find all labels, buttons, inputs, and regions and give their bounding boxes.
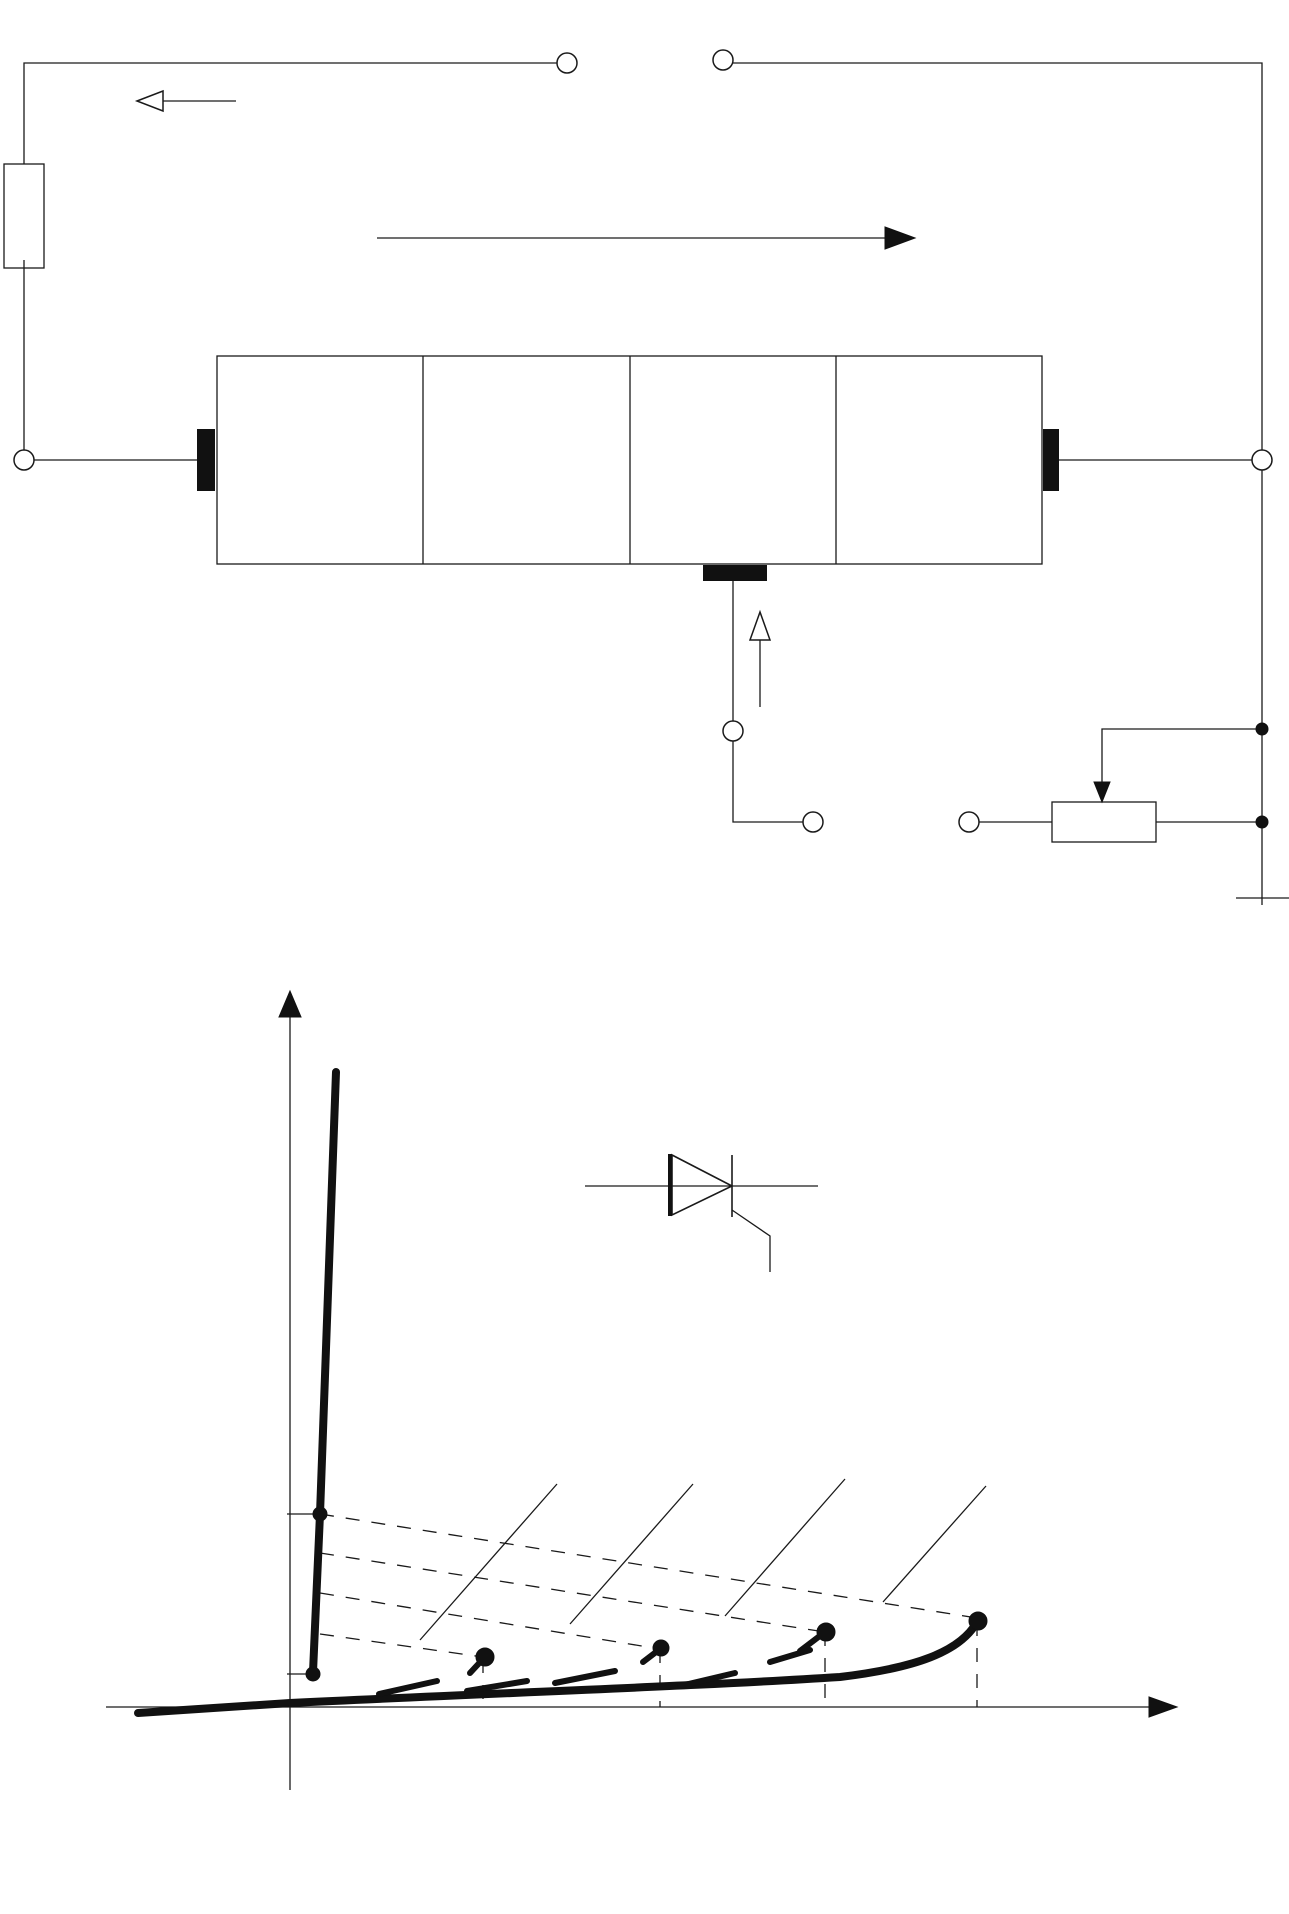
hatch-line-3 xyxy=(724,1478,846,1617)
potentiometer-wiper xyxy=(1093,728,1262,804)
iv-characteristic-graph xyxy=(106,989,1179,1790)
hatch-line-2 xyxy=(569,1483,694,1625)
switching-segment-2 xyxy=(464,1678,530,1694)
hatch-line-1 xyxy=(419,1483,558,1641)
wire-gate-control xyxy=(732,741,803,823)
switching-point-upper xyxy=(312,1506,328,1522)
junction-node-upper xyxy=(1255,722,1269,736)
thyristor-symbol-icon xyxy=(585,1153,818,1272)
gate-current-arrow-icon xyxy=(748,609,772,707)
load-line-3 xyxy=(319,1592,661,1650)
switching-point-4 xyxy=(968,1611,988,1631)
load-line-1 xyxy=(319,1513,978,1619)
terminal-control-left xyxy=(802,811,824,833)
wire-top-left-upper xyxy=(23,62,557,164)
terminal-anode xyxy=(13,449,35,471)
terminal-top-right xyxy=(712,49,734,71)
terminal-gate xyxy=(722,720,744,742)
device-body xyxy=(216,355,1043,565)
hatch-line-4 xyxy=(882,1485,987,1603)
switching-point-1 xyxy=(475,1647,495,1667)
terminal-control-right xyxy=(958,811,980,833)
y-axis xyxy=(278,989,302,1790)
switching-point-2 xyxy=(652,1639,670,1657)
switching-point-3 xyxy=(816,1622,836,1642)
current-arrow-left-icon xyxy=(134,89,236,113)
switching-segment-3 xyxy=(552,1668,618,1686)
terminal-top-left xyxy=(556,52,578,74)
load-line-2 xyxy=(319,1552,826,1633)
switching-segment-4 xyxy=(677,1670,738,1689)
circuit-schematic xyxy=(3,49,1289,905)
gate-electrode xyxy=(703,565,767,581)
switching-segment-5 xyxy=(767,1647,813,1665)
anode-electrode xyxy=(197,429,215,491)
potentiometer xyxy=(1051,801,1157,843)
forward-blocking-curve xyxy=(134,1618,981,1717)
drift-arrow-icon xyxy=(377,226,917,250)
terminal-cathode xyxy=(1251,449,1273,471)
load-line-4 xyxy=(319,1633,484,1658)
wire-top-right xyxy=(729,62,1263,905)
switching-segment-1 xyxy=(376,1678,440,1697)
cathode-electrode xyxy=(1043,429,1059,491)
load-resistor xyxy=(3,163,45,269)
on-state-curve xyxy=(309,1068,340,1676)
switching-point-holding xyxy=(305,1666,321,1682)
junction-node-lower xyxy=(1255,815,1269,829)
